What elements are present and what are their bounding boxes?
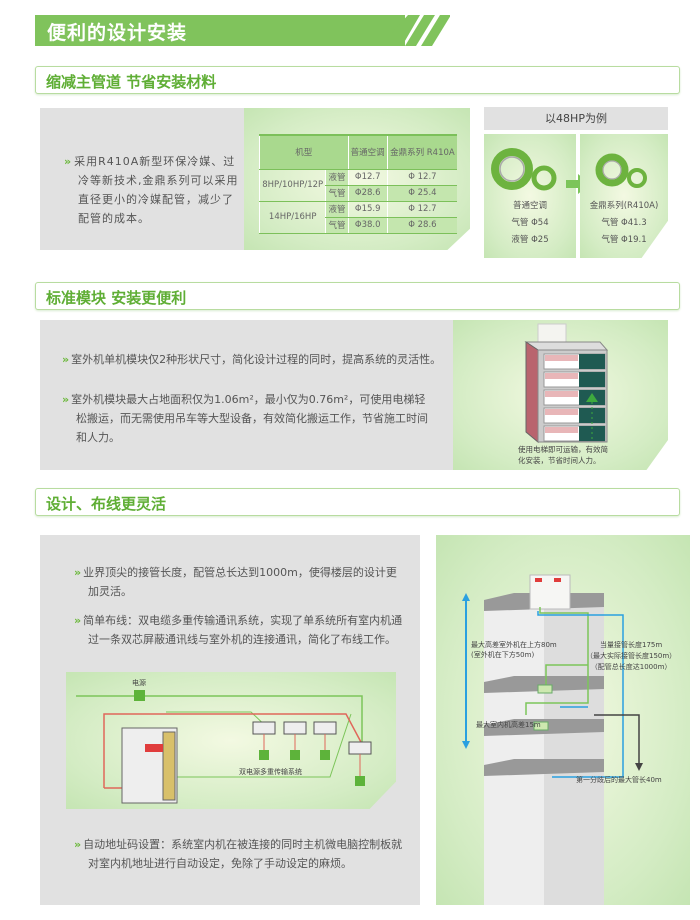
section1-title: 缩减主管道 节省安装材料 (46, 73, 217, 91)
section3-bullet3: »自动地址码设置：系统室内机在被连接的同时主机微电脑控制板就对室内机地址进行自动… (74, 838, 403, 870)
example-title: 以48HP为例 (484, 107, 668, 130)
section3-bullet2: »简单布线：双电缆多重传输通讯系统，实现了单系统所有室内机通过一条双芯屏蔽通讯线… (74, 614, 403, 646)
pipe-length-label: 当量接管长度175m（最大实际接管长度150m）（配管总长度达1000m） (586, 641, 677, 671)
banner-title: 便利的设计安装 (47, 22, 188, 44)
building-piping-diagram: 最大高差室外机在上方80m(室外机在下方50m) 当量接管长度175m（最大实际… (436, 535, 690, 905)
section2-header: 标准模块 安装更便利 (35, 282, 680, 310)
normal-label: 普通空调 (512, 201, 547, 211)
normal-gas: 气管 Φ54 (511, 218, 549, 228)
indoor-height-label: 最大室内机高差15m (476, 721, 541, 729)
section2-bullet2: »室外机模块最大占地面积仅为1.06m²，最小仅为0.76m²，可使用电梯轻松搬… (62, 393, 428, 444)
section2-title: 标准模块 安装更便利 (46, 289, 187, 307)
section2-bullet1: »室外机单机模块仅2种形状尺寸，简化设计过程的同时，提高系统的灵活性。 (62, 353, 442, 366)
building-piping-icon (462, 574, 643, 905)
jd-gas: 气管 Φ41.3 (601, 218, 647, 228)
example-jinding: 金鼎系列(R410A) 气管 Φ41.3 气管 Φ19.1 (580, 134, 668, 258)
main-banner: 便利的设计安装 (35, 15, 405, 46)
example-normal: 普通空调 气管 Φ54 液管 Φ25 (484, 134, 576, 258)
section3-bullet1: »业界顶尖的接管长度，配管总长达到1000m，使得楼层的设计更加灵活。 (74, 566, 397, 598)
jd-label: 金鼎系列(R410A) (589, 201, 659, 211)
pipe-circles-icon (595, 153, 647, 188)
section1-text-panel: »采用R410A新型环保冷媒、过冷等新技术,金鼎系列可以采用直径更小的冷媒配管，… (40, 108, 245, 250)
section1-header: 缩减主管道 节省安装材料 (35, 66, 680, 94)
pipe-circles-icon (491, 148, 557, 191)
section1-bullet: »采用R410A新型环保冷媒、过冷等新技术,金鼎系列可以采用直径更小的冷媒配管，… (64, 155, 239, 225)
wiring-lines (76, 690, 372, 804)
elevator-illustration: 使用电梯即可运输，有效简化安装，节省时间人力。 (453, 320, 668, 470)
max-height-label: 最大高差室外机在上方80m(室外机在下方50m) (471, 641, 557, 659)
banner-stripes (380, 15, 450, 46)
section2-text-panel: »室外机单机模块仅2种形状尺寸，简化设计过程的同时，提高系统的灵活性。 »室外机… (40, 320, 453, 470)
power-label: 电源 (132, 679, 146, 687)
branch-length-label: 第一分歧后的最大管长40m (576, 776, 662, 784)
jd-liquid: 气管 Φ19.1 (601, 235, 647, 245)
section3-header: 设计、布线更灵活 (35, 488, 680, 516)
normal-liquid: 液管 Φ25 (511, 235, 549, 245)
wiring-diagram: 电源 双电源多重传输系统 (66, 672, 396, 809)
section3-title: 设计、布线更灵活 (46, 495, 167, 513)
building-elevator-icon (524, 323, 609, 444)
elevator-caption: 使用电梯即可运输，有效简化安装，节省时间人力。 (518, 445, 608, 465)
system-label: 双电源多重传输系统 (239, 768, 302, 776)
